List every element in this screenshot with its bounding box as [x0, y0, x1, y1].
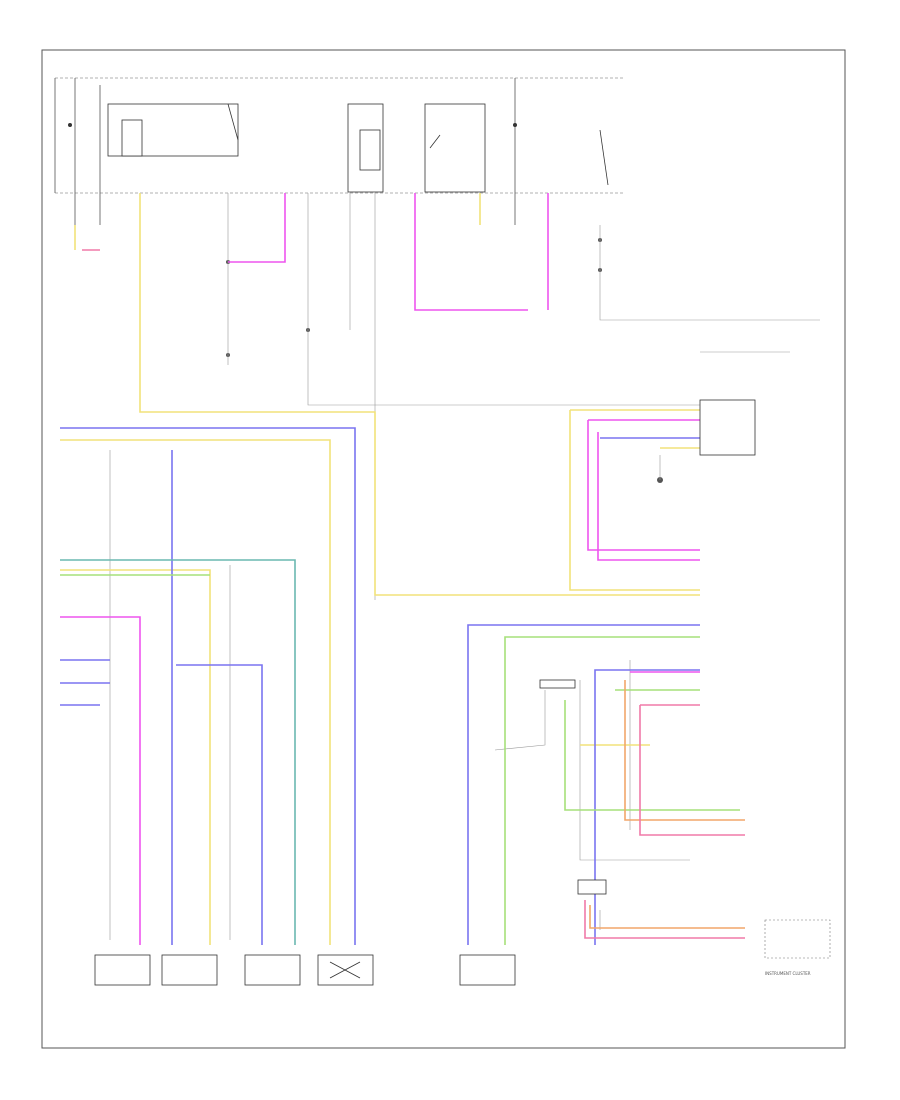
wire-blue	[467, 624, 700, 945]
diagram-border	[41, 49, 846, 1049]
wire-yellow	[60, 439, 331, 945]
connectors	[539, 399, 756, 895]
fuse-node-left	[68, 123, 72, 127]
power-bus	[54, 77, 625, 225]
actuator-4	[317, 954, 374, 986]
wire-blue	[60, 427, 356, 945]
relay-box-right	[424, 103, 486, 193]
wire-orange	[624, 680, 745, 821]
actuator-2	[161, 954, 218, 986]
instrument-cluster-label: INSTRUMENT CLUSTER	[765, 971, 811, 976]
wire-green	[564, 700, 740, 811]
wire-magenta	[597, 432, 700, 561]
wire-yellow	[569, 410, 700, 591]
actuators	[94, 954, 516, 986]
relay-coil-middle	[359, 129, 381, 171]
wire-magenta	[414, 193, 528, 311]
wire-pink	[639, 705, 745, 836]
gray-wires	[109, 193, 820, 940]
instrument-cluster: INSTRUMENT CLUSTER	[764, 919, 831, 976]
relay-coil-left	[121, 119, 143, 157]
wire-yellow	[139, 193, 700, 596]
actuator-3	[244, 954, 301, 986]
wire-yellow	[60, 569, 211, 945]
instrument-cluster-box	[764, 919, 831, 959]
wire-magenta	[60, 616, 141, 945]
connector-block	[699, 399, 756, 456]
wire-pink	[584, 900, 745, 939]
wire-magenta	[587, 420, 700, 551]
actuator-1	[94, 954, 151, 986]
fuse-node-right	[513, 123, 517, 127]
wire-green	[504, 636, 700, 945]
junction-box-components	[68, 103, 609, 193]
actuator-5	[459, 954, 516, 986]
wire-magenta	[228, 193, 286, 263]
wire-blue	[176, 664, 263, 945]
wire-teal	[60, 559, 296, 945]
wire-orange	[589, 905, 745, 929]
connector-block	[577, 879, 607, 895]
colored-wires	[60, 193, 745, 945]
wire-blue	[594, 669, 700, 945]
connector-block	[539, 679, 576, 689]
